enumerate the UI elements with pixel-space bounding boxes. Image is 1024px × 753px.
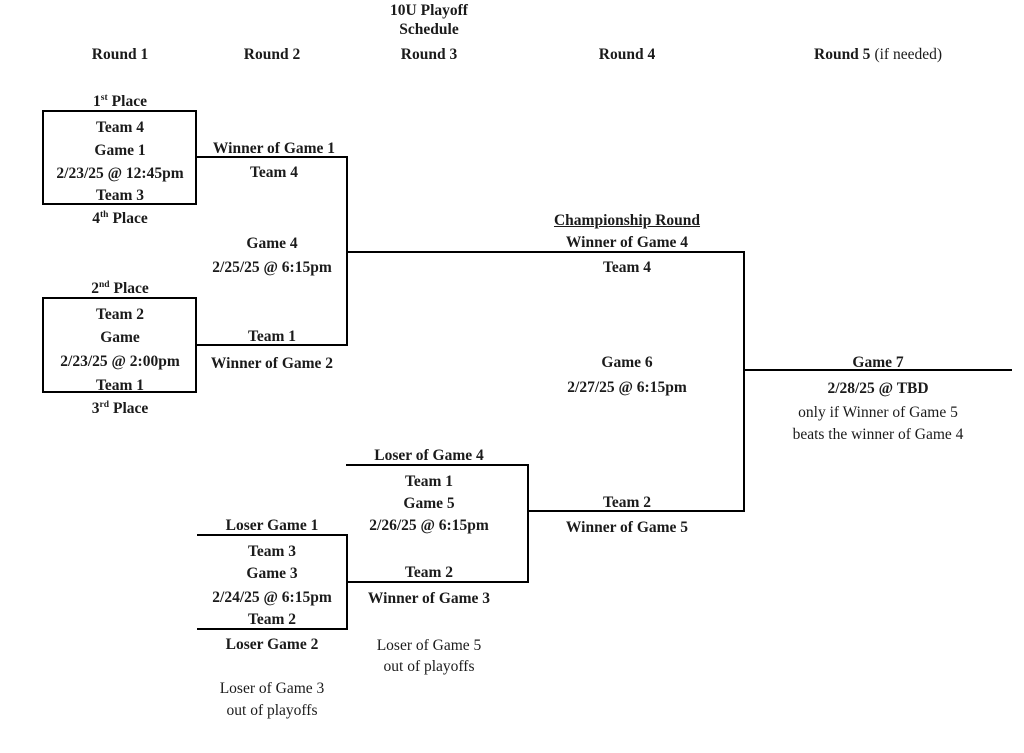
game5-team-bottom: Team 2 <box>404 564 454 581</box>
game2-box <box>42 297 197 393</box>
line-winner-game5 <box>527 510 745 512</box>
game5-elimination-line2: out of playoffs <box>383 658 475 675</box>
seed-word: Place <box>112 400 149 417</box>
line-game7 <box>743 369 1012 371</box>
game1-team-bottom: Team 3 <box>95 187 145 204</box>
winner-game5-team: Team 2 <box>602 494 652 511</box>
line-loser-game4 <box>346 464 529 466</box>
game3-team-top: Team 3 <box>247 543 297 560</box>
game3-team-bottom: Team 2 <box>247 611 297 628</box>
game3-label: Game 3 <box>246 565 298 582</box>
round-1-header: Round 1 <box>91 46 149 63</box>
game5-datetime: 2/26/25 @ 6:15pm <box>369 517 489 534</box>
line-winner-game3 <box>346 581 529 583</box>
line-loser-game2 <box>197 628 347 630</box>
line-winner-game2 <box>197 344 347 346</box>
game6-label: Game 6 <box>601 354 653 371</box>
seed-number: 2 <box>91 280 99 297</box>
seed-word: Place <box>111 93 147 110</box>
loser-game4-label: Loser of Game 4 <box>374 447 484 464</box>
game5-elimination-line1: Loser of Game 5 <box>376 637 482 654</box>
game5-label: Game 5 <box>403 495 455 512</box>
seed-ordinal: th <box>100 209 109 220</box>
game1-label: Game 1 <box>94 142 146 159</box>
page-title-line1: 10U Playoff <box>390 2 468 19</box>
page-title-line2: Schedule <box>399 21 459 38</box>
round-2-header: Round 2 <box>243 46 301 63</box>
winner-game4-label: Winner of Game 4 <box>565 234 689 251</box>
game2-label: Game <box>100 329 140 346</box>
line-game5-bracket-vertical <box>527 464 529 583</box>
seed-ordinal: rd <box>99 399 109 410</box>
line-winner-game1 <box>197 156 347 158</box>
game4-label: Game 4 <box>246 235 298 252</box>
loser-game2-label: Loser Game 2 <box>225 636 319 653</box>
winner-game4-team: Team 4 <box>602 259 652 276</box>
seed-number: 1 <box>93 93 101 110</box>
game1-team-top: Team 4 <box>95 119 145 136</box>
game4-datetime: 2/25/25 @ 6:15pm <box>212 259 332 276</box>
game1-datetime: 2/23/25 @ 12:45pm <box>56 165 184 182</box>
round-5-label: Round 5 <box>814 46 871 63</box>
winner-game5-label: Winner of Game 5 <box>565 519 689 536</box>
seed-word: Place <box>113 280 149 297</box>
winner-game2-team: Team 1 <box>247 328 297 345</box>
winner-game1-label: Winner of Game 1 <box>212 140 336 157</box>
line-loser-game1 <box>197 534 347 536</box>
game7-label: Game 7 <box>852 354 904 371</box>
game3-datetime: 2/24/25 @ 6:15pm <box>212 589 332 606</box>
round-5-note: (if needed) <box>874 46 942 63</box>
game2-team-bottom: Team 1 <box>95 377 145 394</box>
championship-round-label: Championship Round <box>553 212 701 229</box>
game3-elimination-line1: Loser of Game 3 <box>219 680 325 697</box>
game2-datetime: 2/23/25 @ 2:00pm <box>60 353 180 370</box>
round-4-header: Round 4 <box>598 46 656 63</box>
line-game3-bracket-vertical <box>346 534 348 630</box>
winner-game2-label: Winner of Game 2 <box>210 355 334 372</box>
game7-condition-line2: beats the winner of Game 4 <box>792 426 964 443</box>
round-5-header: Round 5(if needed) <box>814 46 942 64</box>
game3-elimination-line2: out of playoffs <box>226 702 318 719</box>
game5-team-top: Team 1 <box>404 473 454 490</box>
loser-game1-label: Loser Game 1 <box>225 517 319 534</box>
game1-box <box>42 110 197 205</box>
game7-condition-line1: only if Winner of Game 5 <box>798 404 958 421</box>
round-3-header: Round 3 <box>400 46 458 63</box>
seed-number: 3 <box>91 400 100 417</box>
seed-ordinal: nd <box>98 279 110 290</box>
line-game6-bracket-vertical <box>743 251 745 512</box>
winner-game3-label: Winner of Game 3 <box>367 590 491 607</box>
game6-datetime: 2/27/25 @ 6:15pm <box>567 379 687 396</box>
line-winner-game4 <box>346 251 745 253</box>
seed-word: Place <box>112 210 148 227</box>
seed-ordinal: st <box>100 92 108 103</box>
game2-team-top: Team 2 <box>95 306 145 323</box>
seed-number: 4 <box>92 210 100 227</box>
game7-datetime: 2/28/25 @ TBD <box>827 380 929 397</box>
winner-game1-team: Team 4 <box>249 164 299 181</box>
